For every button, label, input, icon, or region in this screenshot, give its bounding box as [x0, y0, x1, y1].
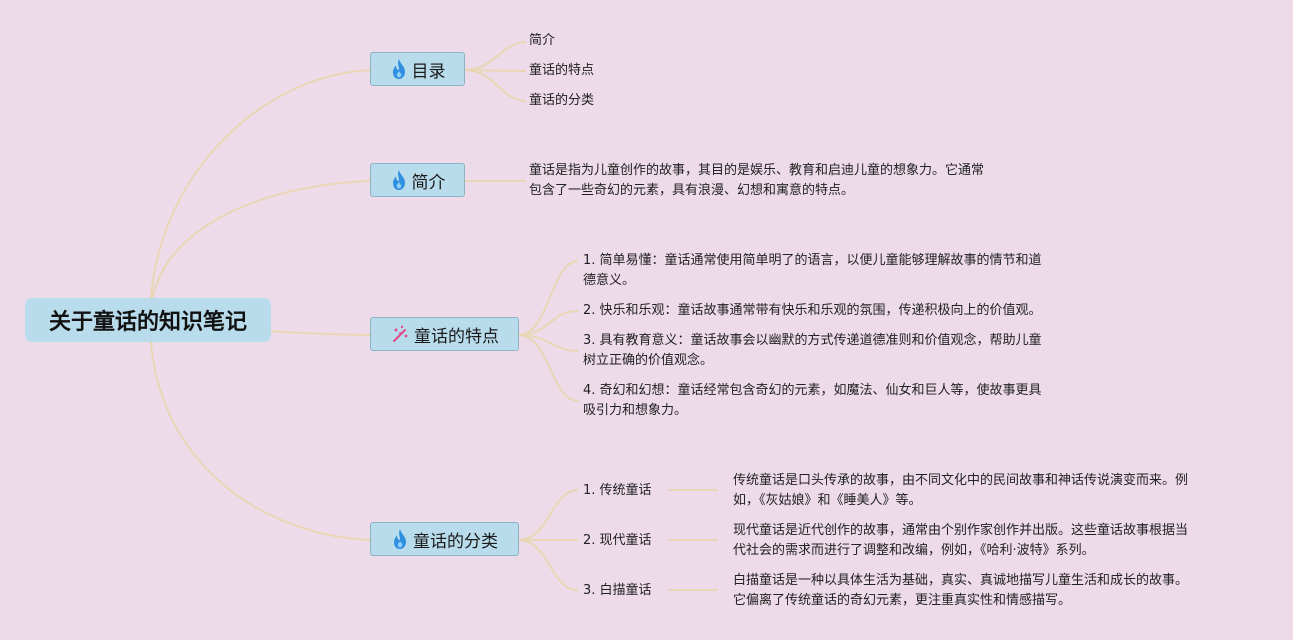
- category-traditional[interactable]: 1. 传统童话: [583, 483, 652, 498]
- topic-label: 简介: [411, 172, 446, 193]
- category-modern-desc: 现代童话是近代创作的故事，通常由个别作家创作并出版。这些童话故事根据当 代社会的…: [733, 523, 1189, 558]
- category-modern[interactable]: 2. 现代童话: [583, 533, 652, 548]
- topic-label: 童话的特点: [414, 326, 499, 347]
- topic-label: 童话的分类: [413, 531, 498, 552]
- category-traditional-desc: 传统童话是口头传承的故事，由不同文化中的民间故事和神话传说演变而来。例 如，《灰…: [733, 473, 1189, 508]
- intro-text: 童话是指为儿童创作的故事，其目的是娱乐、教育和启迪儿童的想象力。它通常 包含了一…: [529, 163, 985, 198]
- fire-icon: [391, 528, 409, 550]
- topic-toc[interactable]: 目录: [370, 52, 465, 86]
- topic-features[interactable]: 童话的特点: [370, 317, 519, 351]
- fire-icon: [390, 58, 408, 80]
- feature-item-3: 3. 具有教育意义：童话故事会以幽默的方式传递道德准则和价值观念，帮助儿童 树立…: [583, 333, 1042, 368]
- topic-intro[interactable]: 简介: [370, 163, 465, 197]
- fire-icon: [390, 169, 408, 191]
- feature-item-4: 4. 奇幻和幻想：童话经常包含奇幻的元素，如魔法、仙女和巨人等，使故事更具 吸引…: [583, 383, 1042, 418]
- toc-item-features[interactable]: 童话的特点: [529, 63, 595, 78]
- category-realistic[interactable]: 3. 白描童话: [583, 583, 652, 598]
- feature-item-2: 2. 快乐和乐观：童话故事通常带有快乐和乐观的氛围，传递积极向上的价值观。: [583, 303, 1042, 318]
- topic-label: 目录: [411, 61, 446, 82]
- toc-item-categories[interactable]: 童话的分类: [529, 93, 595, 108]
- root-node[interactable]: 关于童话的知识笔记: [25, 298, 271, 342]
- category-realistic-desc: 白描童话是一种以具体生活为基础，真实、真诚地描写儿童生活和成长的故事。 它偏离了…: [733, 573, 1189, 608]
- topic-categories[interactable]: 童话的分类: [370, 522, 519, 556]
- toc-item-intro[interactable]: 简介: [529, 33, 556, 48]
- feature-item-1: 1. 简单易懂：童话通常使用简单明了的语言，以便儿童能够理解故事的情节和道 德意…: [583, 253, 1042, 288]
- sparkle-icon: [390, 324, 410, 344]
